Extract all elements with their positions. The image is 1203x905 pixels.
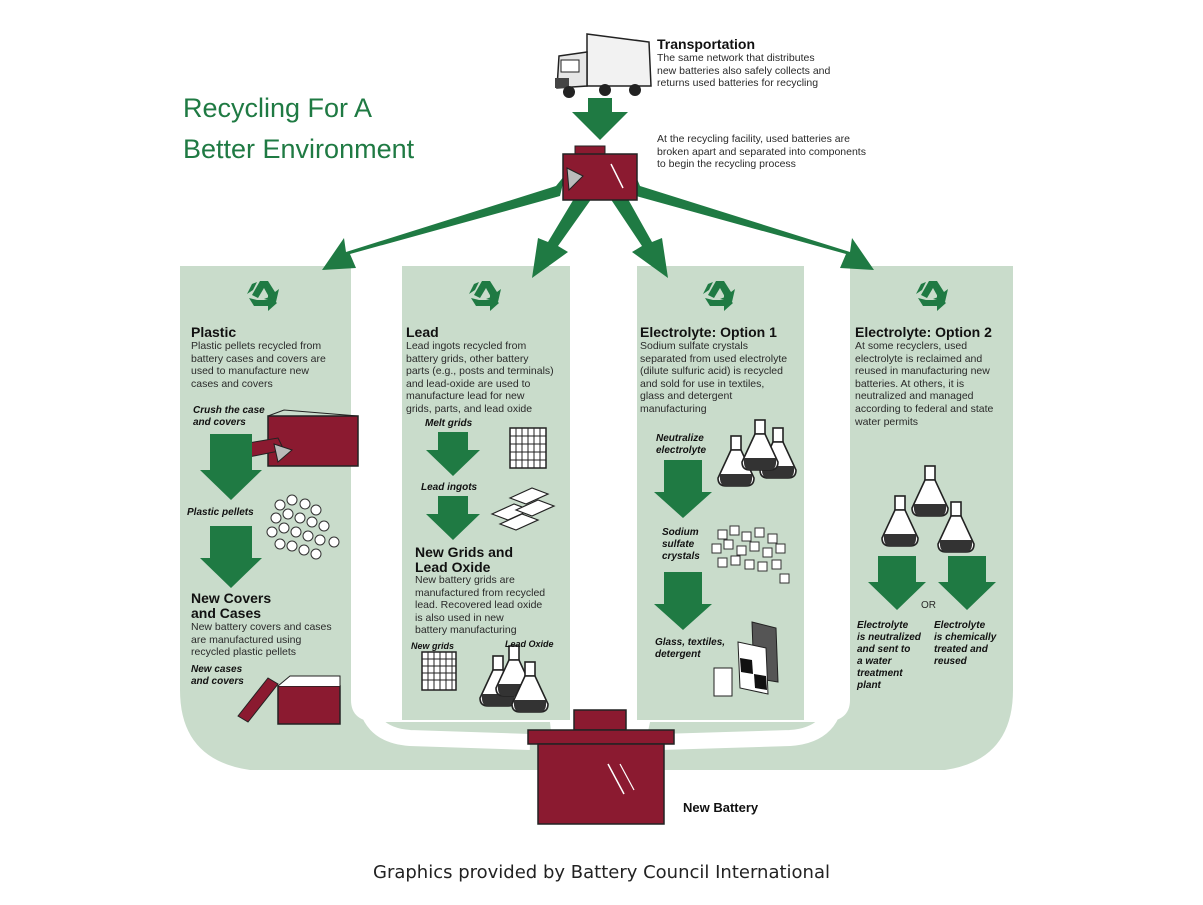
new-case-icon (237, 675, 341, 725)
transportation-heading: Transportation (657, 36, 756, 52)
pellets-icon (266, 494, 340, 560)
flow-channels (357, 280, 844, 750)
grid-icon (421, 651, 457, 691)
new-battery-label: New Battery (683, 800, 759, 815)
lead-label-new-grids: New grids (411, 641, 455, 651)
electrolyte1-step-products: Glass, textiles,detergent (655, 637, 726, 660)
lead-step-melt: Melt grids (425, 418, 473, 429)
lead-step-ingots: Lead ingots (421, 482, 478, 493)
grid-icon (509, 427, 547, 469)
crystals-icon (711, 525, 790, 584)
electrolyte1-heading: Electrolyte: Option 1 (640, 324, 777, 340)
electrolyte2-or: OR (921, 600, 936, 611)
lead-heading: Lead (406, 324, 439, 340)
lead-label-oxide: Lead Oxide (505, 639, 554, 649)
new-battery-icon (527, 709, 675, 825)
battery-icon (562, 145, 638, 201)
step-arrows (200, 432, 996, 630)
ingots-icon (490, 487, 556, 531)
facility-text: At the recycling facility, used batterie… (657, 133, 866, 171)
panel-background (180, 266, 1013, 770)
page-title: Recycling For A Better Environment (183, 93, 415, 164)
credit-line: Graphics provided by Battery Council Int… (373, 862, 830, 883)
plastic-heading: Plastic (191, 324, 237, 340)
detergent-box-icon (713, 621, 779, 697)
plastic-step-pellets: Plastic pellets (187, 507, 254, 518)
truck-icon (555, 33, 652, 98)
electrolyte2-heading: Electrolyte: Option 2 (855, 324, 992, 340)
flow-arrows (322, 98, 874, 278)
